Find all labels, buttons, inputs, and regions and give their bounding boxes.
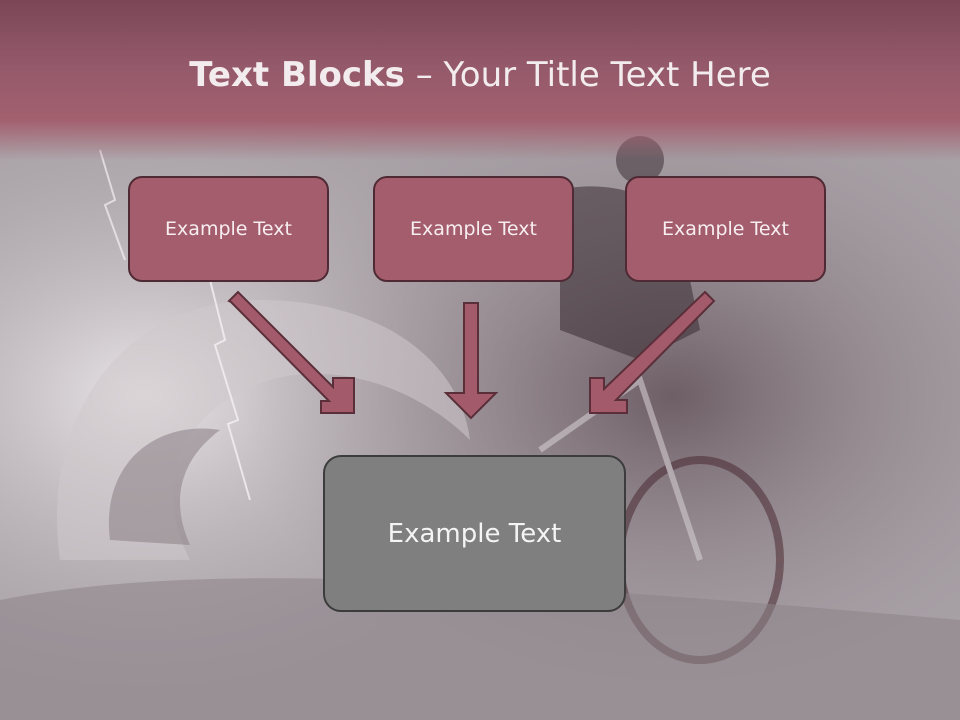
text-block-top-right[interactable]: Example Text [625,176,826,282]
text-block-bottom[interactable]: Example Text [323,455,626,612]
text-block-top-center[interactable]: Example Text [373,176,574,282]
title-bold: Text Blocks [189,55,405,95]
lightning-icon [209,279,251,501]
title-dash: – [404,55,444,95]
text-block-label: Example Text [662,218,789,240]
arrow-right [589,290,716,414]
text-block-label: Example Text [387,518,562,549]
slide-title: Text Blocks – Your Title Text Here [0,55,960,95]
title-rest: Your Title Text Here [443,55,771,95]
arrow-left [227,290,355,414]
text-block-top-left[interactable]: Example Text [128,176,329,282]
arrow-center [443,302,499,420]
text-block-label: Example Text [165,218,292,240]
title-bar [0,0,960,160]
text-block-label: Example Text [410,218,537,240]
